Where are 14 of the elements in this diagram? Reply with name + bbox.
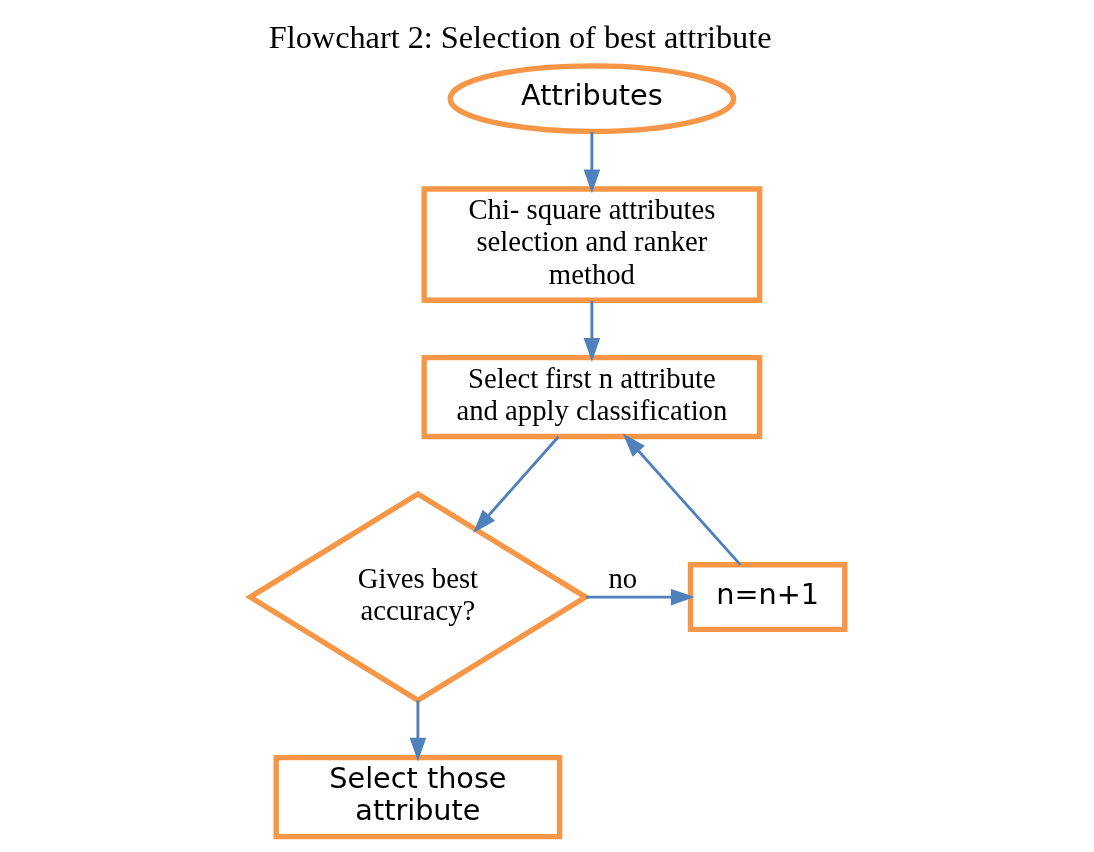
edge-label: no: [608, 561, 637, 594]
node-box: Select first n attribute and apply classification: [421, 354, 762, 440]
node-box: Select those attribute: [273, 754, 562, 840]
arrow: [472, 435, 559, 533]
arrow: [622, 433, 741, 566]
arrow: [583, 301, 600, 362]
node-box: Chi- square attributes selection and ranker method: [421, 186, 762, 303]
arrow: [583, 132, 600, 194]
diagram-title: Flowchart 2: Selection of best attribute: [268, 19, 771, 56]
arrow: [409, 700, 426, 762]
arrow: [585, 588, 695, 606]
node-diamond: Gives best accuracy?: [244, 490, 591, 704]
node-ellipse: Attributes: [447, 63, 736, 135]
node-box: n=n+1: [687, 562, 847, 633]
